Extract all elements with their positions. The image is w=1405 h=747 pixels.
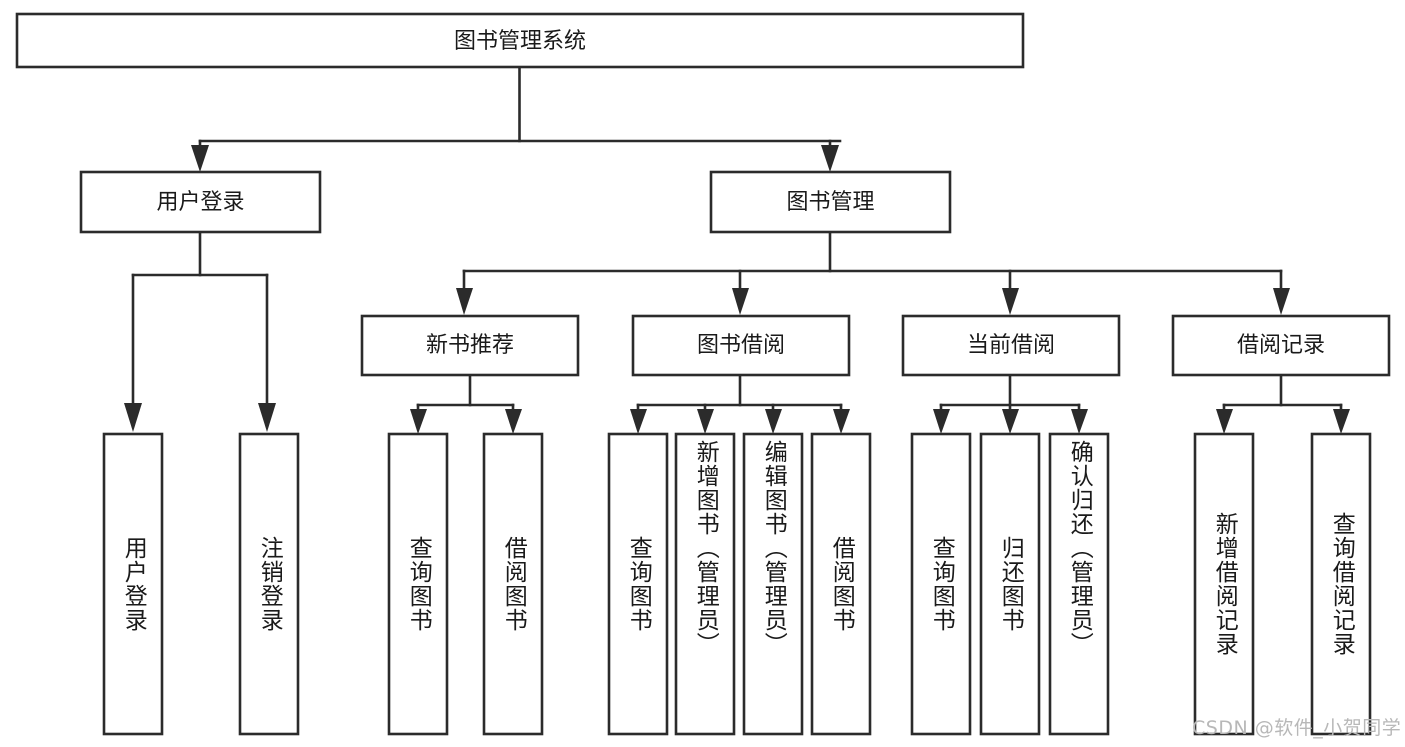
node-label-leaf-borrow-book-2: 借阅图书 [828,536,855,632]
node-box-leaf-borrow-book-1[interactable] [482,432,544,736]
connector-group-book-manage [456,230,1290,315]
node-box-leaf-query-record[interactable] [1310,432,1372,736]
arrowhead-book-borrow [732,288,749,315]
arrowhead-leaf-return-book [1002,409,1019,434]
csdn-watermark: CSDN @软件_小贺同学 [1192,717,1402,739]
node-box-borrow-record[interactable] [1171,314,1391,377]
leaf-label-wrap-query-book-3: 查询图书 [912,434,970,734]
leaf-label-wrap-return-book: 归还图书 [981,434,1039,734]
arrowhead-current-borrow [1002,288,1019,315]
node-box-leaf-query-book-3[interactable] [910,432,972,736]
node-label-leaf-query-book-1: 查询图书 [405,536,432,632]
node-label-leaf-borrow-book-1: 借阅图书 [500,536,527,632]
leaf-label-wrap-query-record: 查询借阅记录 [1312,434,1370,734]
arrowhead-leaf-logout [258,403,276,432]
node-box-leaf-query-book-1[interactable] [387,432,449,736]
node-label-book-manage: 图书管理 [786,190,874,215]
node-box-leaf-return-book[interactable] [979,432,1041,736]
connector-group-borrow-record [1216,373,1350,434]
node-label-book-borrow: 图书借阅 [697,333,785,358]
node-label-leaf-query-book-2: 查询图书 [625,536,652,632]
arrowhead-leaf-user-login [124,403,142,432]
leaf-label-wrap-add-book: 新增图书（管理员） [676,434,734,734]
node-label-borrow-record: 借阅记录 [1237,333,1325,358]
node-box-leaf-confirm-return[interactable] [1048,432,1110,736]
node-label-leaf-return-book: 归还图书 [997,536,1024,632]
node-label-leaf-query-book-3: 查询图书 [928,536,955,632]
arrowhead-book-manage [821,145,839,172]
connector-group-user-login [124,230,276,432]
arrowhead-borrow-record [1273,288,1290,315]
node-label-leaf-add-book: 新增图书（管理员） [692,440,719,656]
leaf-label-wrap-edit-book: 编辑图书（管理员） [744,434,802,734]
leaf-label-wrap-add-record: 新增借阅记录 [1195,434,1253,734]
leaf-label-wrap-user-login: 用户登录 [104,434,162,734]
arrowhead-new-book-rec [456,288,473,315]
arrowhead-leaf-query-book-3 [933,409,950,434]
node-box-user-login[interactable] [79,170,322,234]
node-box-root[interactable] [15,12,1025,69]
connector-group-book-borrow [630,373,850,434]
arrowhead-leaf-borrow-book-2 [833,409,850,434]
node-box-leaf-add-book[interactable] [674,432,736,736]
arrowhead-leaf-query-book-1 [410,409,427,434]
node-box-leaf-add-record[interactable] [1193,432,1255,736]
connector-group-current-borrow [933,373,1088,434]
leaf-label-wrap-logout: 注销登录 [240,434,298,734]
node-box-leaf-logout[interactable] [238,432,300,736]
node-box-book-borrow[interactable] [631,314,851,377]
arrowhead-leaf-query-record [1333,409,1350,434]
connector-group-new-book-rec [410,373,522,434]
leaf-label-wrap-query-book-1: 查询图书 [389,434,447,734]
node-label-root: 图书管理系统 [454,29,586,54]
arrowhead-leaf-borrow-book-1 [505,409,522,434]
node-label-current-borrow: 当前借阅 [967,333,1055,358]
node-label-user-login: 用户登录 [156,190,244,215]
arrowhead-user-login [191,145,209,172]
arrowhead-leaf-add-book [697,409,714,434]
node-label-leaf-user-login: 用户登录 [120,536,147,632]
leaf-label-wrap-query-book-2: 查询图书 [609,434,667,734]
connector-group-root [191,65,842,172]
node-label-leaf-add-record: 新增借阅记录 [1211,512,1238,656]
arrowhead-leaf-query-book-2 [630,409,647,434]
node-label-new-book-rec: 新书推荐 [426,333,514,358]
node-box-leaf-query-book-2[interactable] [607,432,669,736]
arrowhead-leaf-confirm-return [1071,409,1088,434]
arrowhead-leaf-add-record [1216,409,1233,434]
node-label-leaf-confirm-return: 确认归还（管理员） [1066,440,1093,656]
node-label-leaf-edit-book: 编辑图书（管理员） [760,440,787,656]
node-box-leaf-edit-book[interactable] [742,432,804,736]
arrowhead-leaf-edit-book [765,409,782,434]
leaf-label-wrap-confirm-return: 确认归还（管理员） [1050,434,1108,734]
leaf-label-wrap-borrow-book-1: 借阅图书 [484,434,542,734]
leaf-label-wrap-borrow-book-2: 借阅图书 [812,434,870,734]
node-label-leaf-query-record: 查询借阅记录 [1328,512,1355,656]
node-label-leaf-logout: 注销登录 [256,536,283,632]
node-box-book-manage[interactable] [709,170,952,234]
node-box-new-book-rec[interactable] [360,314,580,377]
node-box-leaf-user-login[interactable] [102,432,164,736]
node-box-current-borrow[interactable] [901,314,1121,377]
node-box-leaf-borrow-book-2[interactable] [810,432,872,736]
